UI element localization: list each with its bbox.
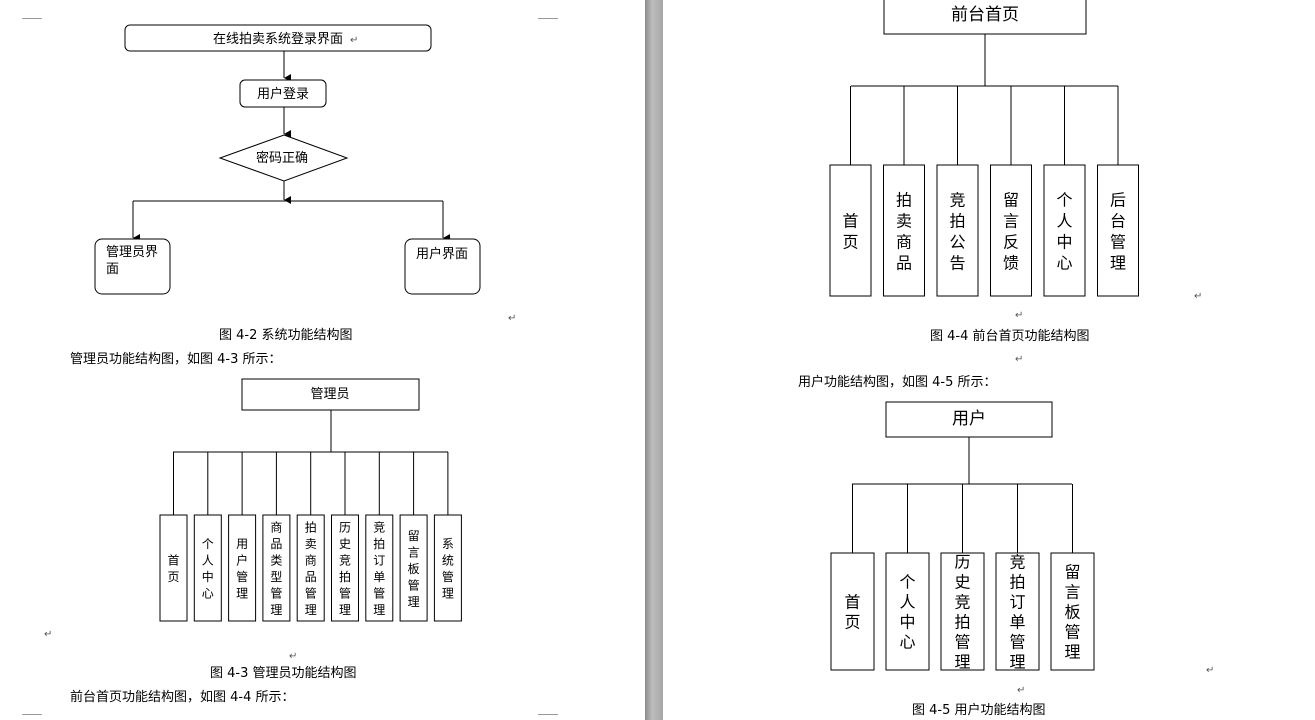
paragraph-mark: ↵ (1206, 665, 1214, 676)
tree-node-label: 竞拍订单管理 (1009, 553, 1025, 672)
document-page-left: 在线拍卖系统登录界面 ↵ 用户登录 密码正确 管理员界 面 用户界面 ↵ 图 4… (0, 0, 645, 720)
tree-node-box (433, 514, 462, 622)
intro-figure-4-3: 管理员功能结构图，如图 4-3 所示： (70, 351, 282, 367)
flow-admin-ui-box (94, 238, 171, 295)
caption-figure-4-4: 图 4-4 前台首页功能结构图 (930, 328, 1090, 344)
tree-node-label: 拍卖商品 (896, 190, 912, 272)
tree-node-box (159, 514, 188, 622)
intro-figure-4-4: 前台首页功能结构图，如图 4-4 所示： (70, 689, 295, 705)
caption-figure-4-2: 图 4-2 系统功能结构图 (219, 328, 353, 343)
paragraph-mark: ↵ (44, 629, 52, 640)
tree-node-box (331, 514, 359, 622)
flow-user-ui-box (404, 238, 481, 295)
tree-node-label: 首页 (167, 554, 179, 585)
tree-node-box (829, 164, 872, 297)
paragraph-mark: ↵ (1015, 310, 1023, 321)
tree-node-label: 个人中心 (1056, 190, 1072, 272)
flow-start-box (124, 24, 432, 52)
paragraph-mark: ↵ (350, 35, 358, 46)
tree-node-box (990, 164, 1032, 297)
tree-node-label: 拍卖商品管理 (305, 520, 317, 618)
tree-node-label: 留言板管理 (408, 529, 420, 609)
tree-node-box (365, 514, 394, 622)
tree-node-label: 个人中心 (899, 573, 915, 652)
tree-node-label: 历史竞拍管理 (954, 553, 970, 672)
tree-node-box (830, 552, 875, 671)
admin-tree-root-label: 管理员 (310, 387, 349, 402)
flow-admin-ui-label-2: 面 (106, 262, 119, 277)
tree-node-box (296, 514, 325, 622)
flow-login-box (239, 79, 327, 108)
admin-tree-root-box (241, 378, 420, 411)
paragraph-mark: ↵ (1194, 291, 1202, 302)
tree-node-label: 留言板管理 (1064, 563, 1080, 662)
page-gutter (645, 0, 663, 720)
tree-node-box (1043, 164, 1086, 297)
flow-start-label: 在线拍卖系统登录界面 (213, 32, 343, 47)
tree-node-box (940, 552, 985, 671)
caption-figure-4-3: 图 4-3 管理员功能结构图 (210, 666, 357, 681)
user-tree-root-label: 用户 (952, 409, 986, 429)
front-tree-root-label: 前台首页 (951, 5, 1019, 25)
tree-node-label: 竞拍订单管理 (373, 521, 385, 618)
tree-node-box (1050, 552, 1095, 671)
paragraph-mark: ↵ (1015, 354, 1023, 365)
tree-node-box (262, 514, 291, 622)
flow-login-label: 用户登录 (257, 86, 309, 102)
tree-node-label: 商品类型管理 (270, 520, 282, 618)
caption-figure-4-5: 图 4-5 用户功能结构图 (912, 702, 1046, 718)
user-tree-root-box (885, 401, 1053, 438)
flow-decision-label: 密码正确 (256, 150, 308, 166)
tree-node-label: 首页 (844, 593, 860, 632)
tree-node-label: 首页 (842, 211, 858, 251)
tree-node-label: 用户管理 (236, 537, 248, 601)
tree-node-label: 系统管理 (442, 537, 454, 601)
tree-node-box (936, 164, 979, 297)
figure-4-5-user-tree: 用户 首页 个人中心 历史竞拍管理 竞拍订单管理 留言板管理 (830, 401, 1095, 672)
tree-node-box (883, 164, 925, 297)
tree-node-box (399, 514, 428, 622)
tree-node-label: 个人中心 (202, 537, 214, 601)
crop-mark (538, 714, 558, 715)
crop-mark (22, 18, 42, 19)
tree-node-label: 竞拍公告 (949, 190, 965, 272)
crop-mark (22, 714, 42, 715)
front-tree-root-box (883, 0, 1087, 35)
paragraph-mark: ↵ (508, 313, 516, 324)
flow-admin-ui-label-1: 管理员界 (106, 245, 158, 260)
figure-4-2-flowchart: 在线拍卖系统登录界面 ↵ 用户登录 密码正确 管理员界 面 用户界面 ↵ 图 4… (44, 24, 516, 705)
paragraph-mark: ↵ (1017, 685, 1025, 696)
figure-4-3-admin-tree: 管理员 首页 个人中心 用户管理 商品类型管理 拍卖商品管理 历史竞拍管理 竞拍订单管理 留言… (159, 378, 462, 622)
tree-node-label: 历史竞拍管理 (339, 521, 351, 618)
tree-node-box (1097, 164, 1139, 297)
paragraph-mark: ↵ (289, 651, 297, 662)
figure-4-4-front-tree: 前台首页 首页 拍卖商品 竞拍公告 留言反馈 个人中心 后台管理 (829, 0, 1139, 297)
intro-figure-4-5: 用户功能结构图，如图 4-5 所示： (798, 374, 997, 390)
tree-node-box (193, 514, 222, 622)
tree-node-label: 后台管理 (1110, 190, 1126, 272)
flow-user-ui-label: 用户界面 (416, 246, 468, 262)
tree-node-box (228, 514, 257, 622)
tree-node-box (885, 552, 930, 671)
tree-node-label: 留言反馈 (1003, 190, 1019, 272)
tree-node-box (995, 552, 1040, 671)
document-page-right: 前台首页 首页拍卖商品竞拍公告留言反馈个人中心后台管理 ↵ ↵ 图 4-4 前台… (663, 0, 1315, 720)
crop-mark (538, 18, 558, 19)
